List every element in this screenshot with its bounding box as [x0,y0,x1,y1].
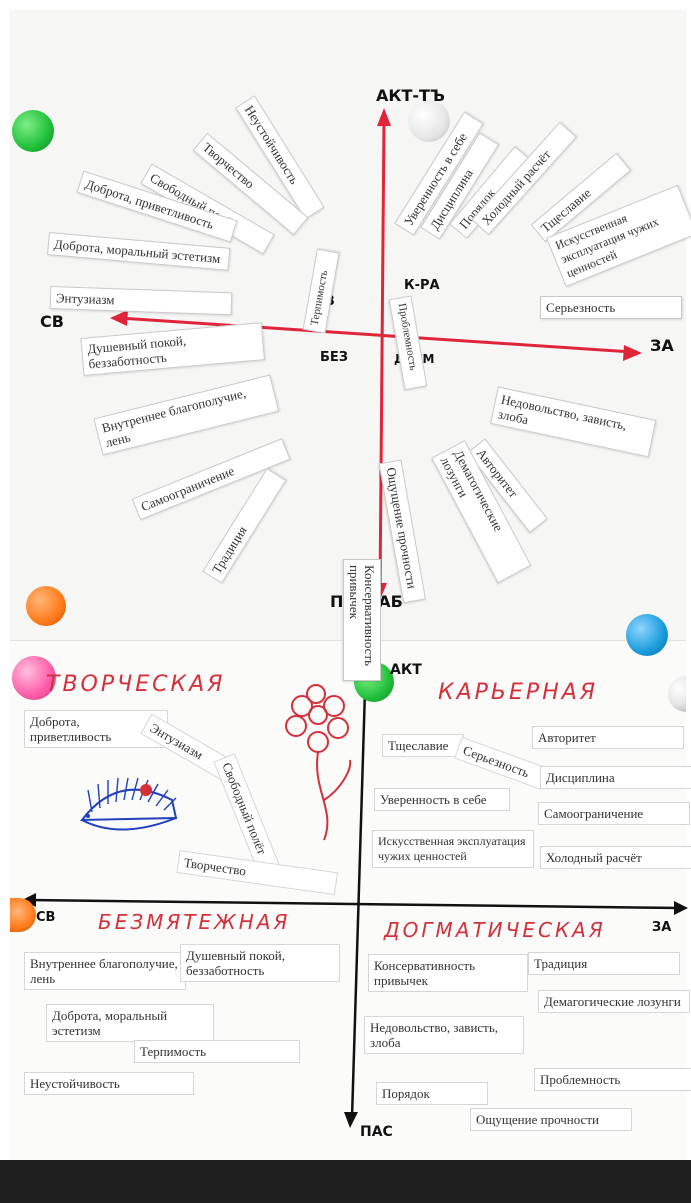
magnet-blue-topright [626,614,668,656]
top-axis-arrow-left [110,310,128,326]
top-axis-arrow-right [623,345,642,361]
bl-strip-br-5: Проблемность [534,1068,691,1091]
flower-doodle [285,684,352,841]
bottom-axis-arrow-down [344,1112,358,1128]
bl-strip-bl-0: Внутреннее благополучие, лень [24,952,186,990]
quadrant-title-bottom-right: ДОГМАТИЧЕСКАЯ [384,918,606,942]
bottom-axis-label-right: ЗА [652,920,672,935]
bottom-axis-arrow-right [674,901,688,915]
bl-strip-tl-0: Доброта, приветливость [24,710,168,748]
bl-strip-br-4: Порядок [376,1082,488,1105]
bl-strip-tr-6: Искусственная эксплуатация чужих ценност… [372,830,534,868]
magnet-pink-bottomleft [12,656,56,700]
bottom-axis-label-left: СВ [36,910,56,925]
quadrant-title-bottom-left: БЕЗМЯТЕЖНАЯ [98,910,291,934]
top-poster-sheet [10,10,686,642]
bl-strip-bl-4: Неустойчивость [24,1072,194,1095]
quadrant-title-top-left: ТВОРЧЕСКАЯ [46,672,226,697]
bl-strip-br-3: Недовольство, зависть, злоба [364,1016,524,1054]
bottom-axis-arrow-left [22,893,36,907]
hedgehog-doodle [79,777,178,831]
bl-strip-tr-3: Дисциплина [540,766,691,789]
magnet-white-bottomright [668,676,686,712]
magnet-orange-topleft [26,586,66,626]
bl-strip-br-1: Традиция [528,952,680,975]
bl-strip-tr-4: Уверенность в себе [374,788,510,811]
axis-label-left: СВ [40,312,64,331]
bl-strip-bl-3: Терпимость [134,1040,300,1063]
center-label-bez: БЕЗ [320,350,349,365]
bl-strip-br-2: Демагогические лозунги [538,990,690,1013]
bl-strip-br-6: Ощущение прочности [470,1108,632,1131]
bl-strip-tr-7: Холодный расчёт [540,846,691,869]
bl-strip-bl-1: Душевный покой, беззаботность [180,944,340,982]
magnet-white-top [408,100,450,142]
top-vertical-axis [378,117,386,593]
top-axis-arrow-up [377,108,391,126]
strip-top-21: Консервативность привычек [343,559,381,681]
bl-strip-bl-2: Доброта, моральный эстетизм [46,1004,214,1042]
bottom-axis-label-top: АКТ [390,662,422,678]
photo-bottom-edge [0,1160,691,1203]
bl-strip-tr-1: Тщеславие [382,734,464,757]
strip-top-16: Серьезность [540,296,682,319]
bl-strip-tr-0: Авторитет [532,726,684,749]
magnet-orange-bottomleft [10,898,36,932]
quadrant-title-top-right: КАРЬЕРНАЯ [438,680,599,705]
top-horizontal-axis [119,316,633,354]
bl-strip-tr-5: Самоограничение [538,802,690,825]
bottom-axis-label-bottom: ПАС [360,1124,393,1140]
center-label-kr: К-РА [404,278,440,293]
axis-label-right: ЗА [650,336,674,355]
bottom-horizontal-axis [29,898,681,910]
magnet-green-topleft [12,110,54,152]
axis-label-top: АКТ-ТЪ [376,86,445,105]
bl-strip-br-0: Консервативность привычек [368,954,528,992]
